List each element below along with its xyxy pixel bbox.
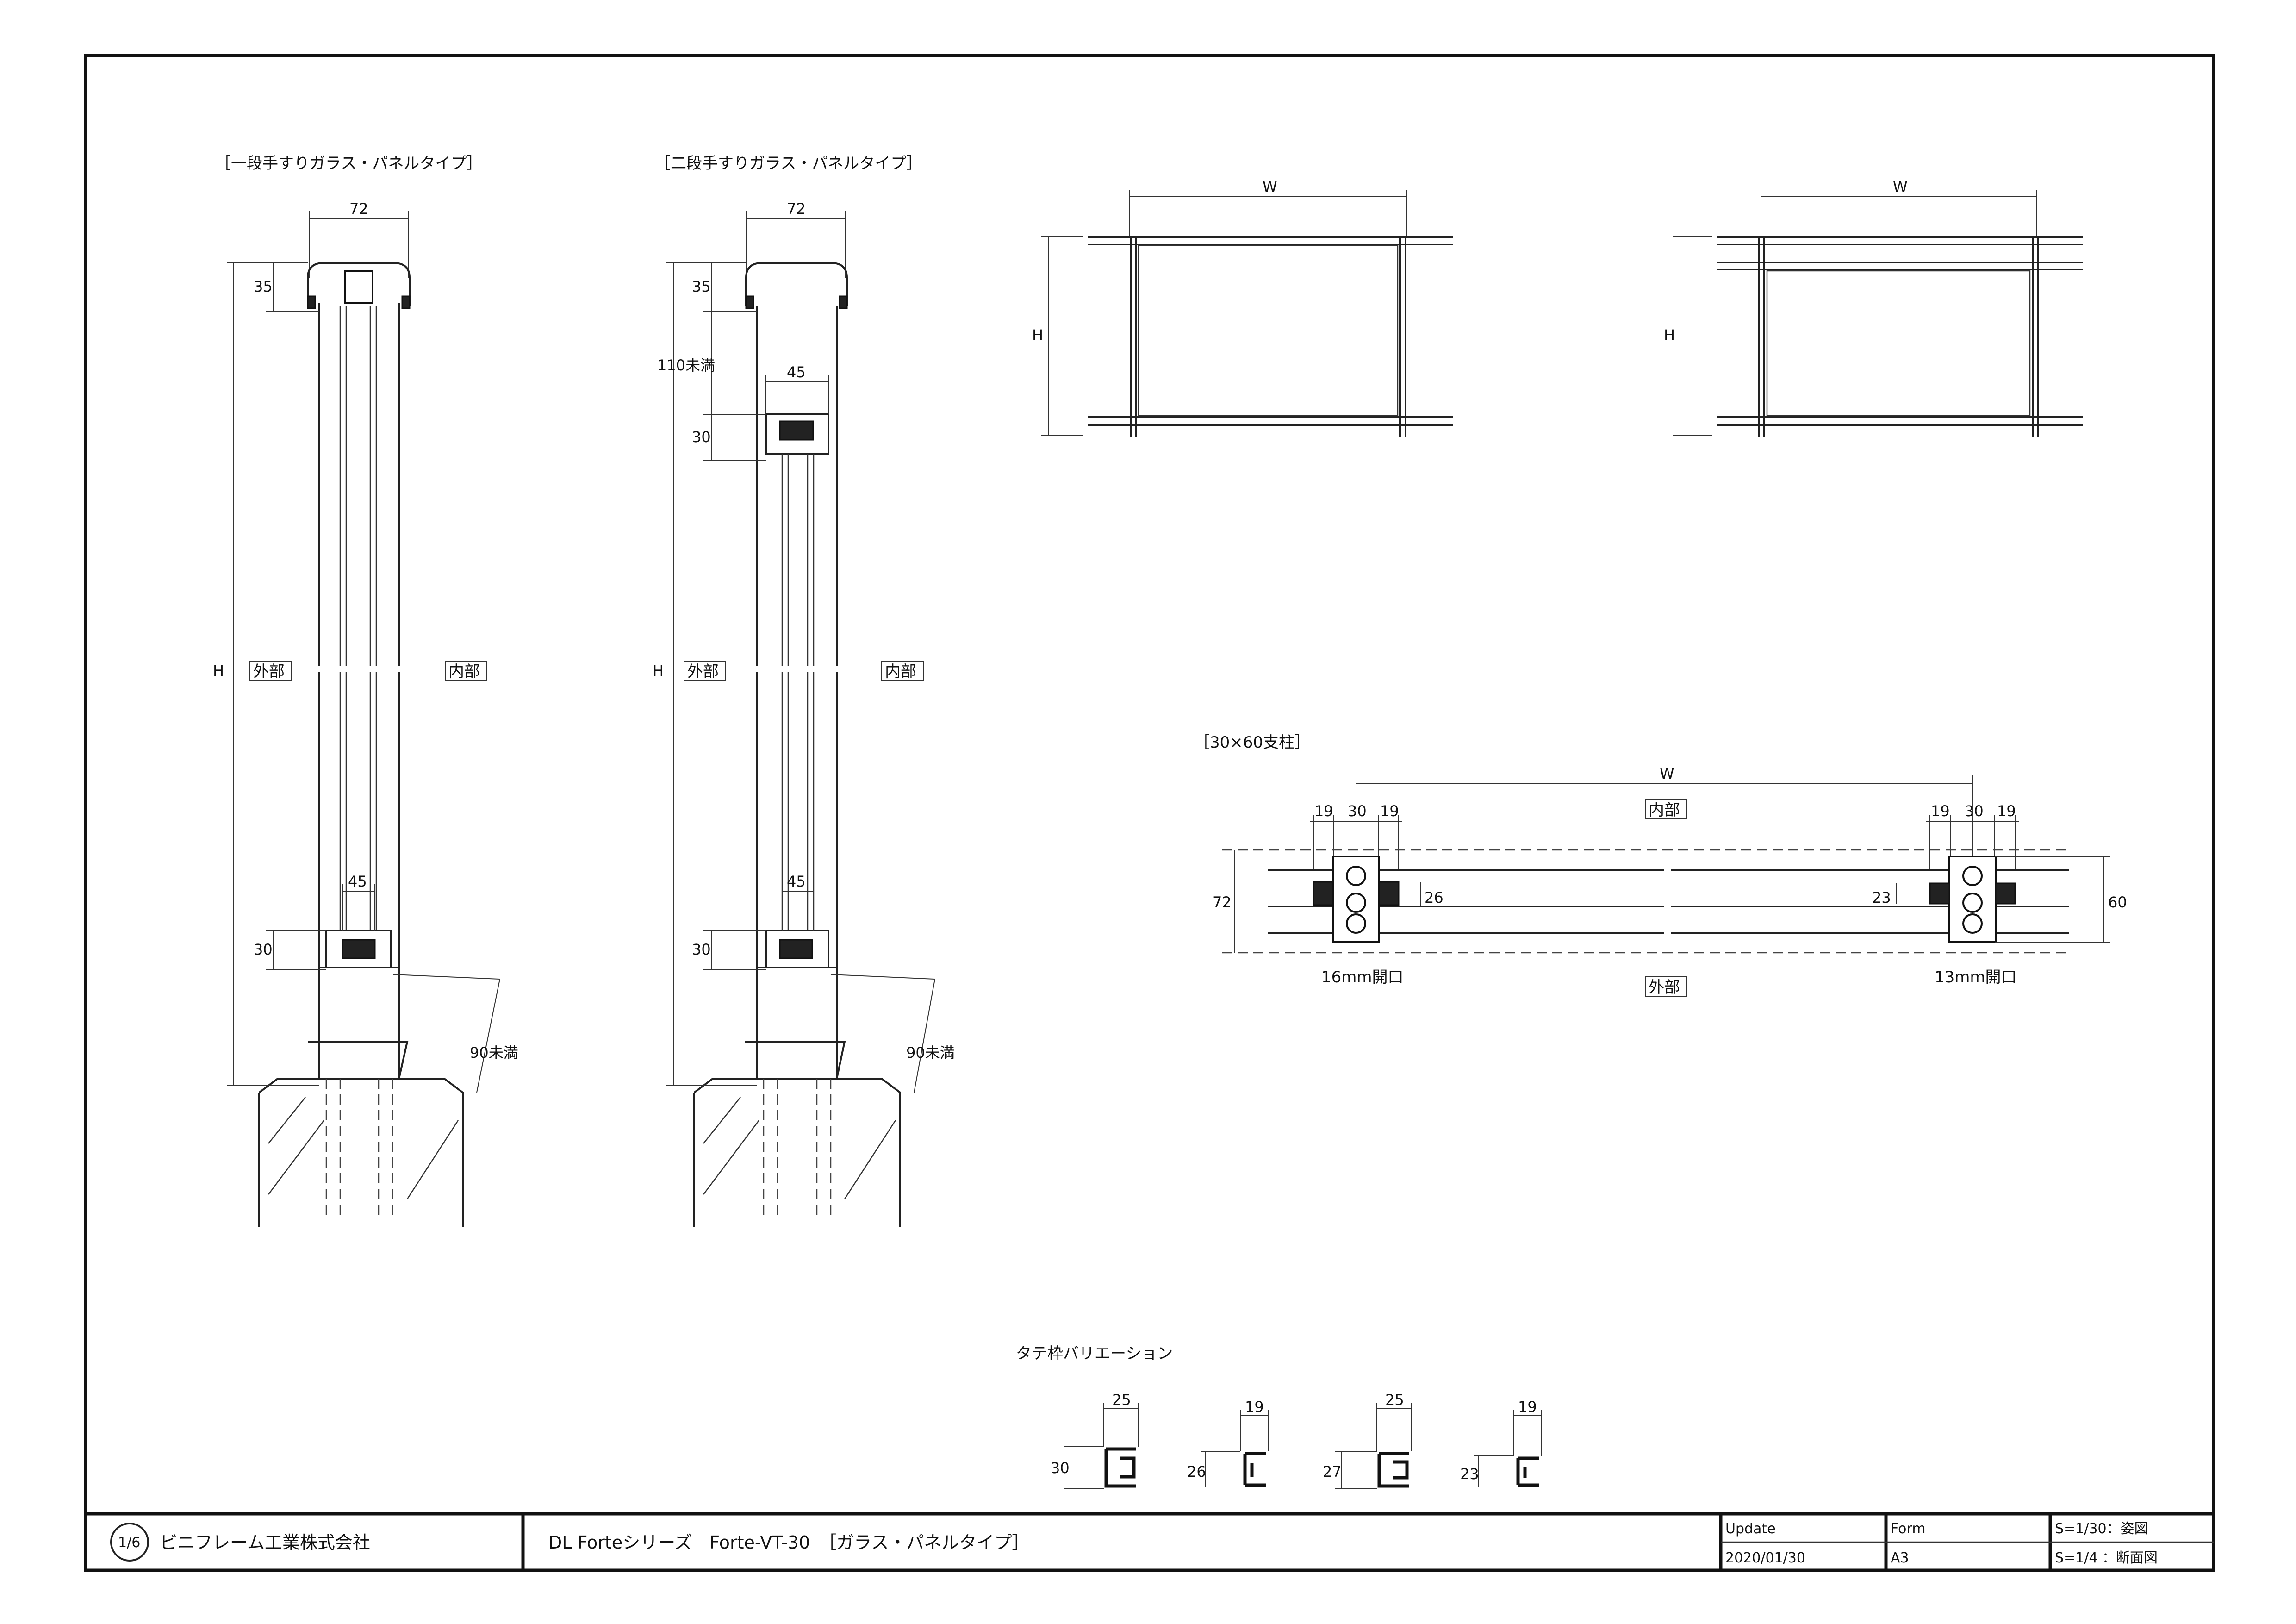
label-opening-13: 13mm開口 <box>1935 968 2017 987</box>
logo-text: 1/6 <box>118 1535 140 1551</box>
company-name: ビニフレーム工業株式会社 <box>160 1532 370 1553</box>
one-stage-section: 72 45 <box>213 200 518 1227</box>
dim-90-left: 90未満 <box>470 1044 518 1062</box>
var3-h: 27 <box>1323 1463 1342 1480</box>
dim-30-left: 30 <box>254 941 273 958</box>
dim-19-d: 19 <box>1997 802 2016 820</box>
elev2-H: H <box>1664 326 1675 344</box>
dim-19-b: 19 <box>1380 802 1399 820</box>
label-H-right: H <box>653 662 664 680</box>
update-label: Update <box>1725 1521 1776 1537</box>
dim-30-mid: 30 <box>692 428 711 446</box>
variation-section: タテ枠バリエーション 25 30 19 26 25 27 <box>1016 1344 1542 1489</box>
dim-26-post: 26 <box>1425 889 1444 906</box>
title-variation: タテ枠バリエーション <box>1016 1344 1173 1363</box>
var1-w: 25 <box>1112 1391 1131 1409</box>
scale-1: S=1/30：姿図 <box>2055 1521 2148 1537</box>
form-value: A3 <box>1891 1550 1909 1566</box>
dim-60-post: 60 <box>2108 893 2127 911</box>
label-outside-right: 外部 <box>687 662 719 681</box>
dim-72-right: 72 <box>787 200 806 218</box>
product-title: DL Forteシリーズ Forte-VT-30 ［ガラス・パネルタイプ］ <box>548 1532 1029 1553</box>
label-H-left: H <box>213 662 224 680</box>
label-inside-left: 内部 <box>448 662 480 681</box>
elev1-W: W <box>1263 178 1277 196</box>
label-inside-right: 内部 <box>885 662 916 681</box>
post-W: W <box>1660 765 1674 782</box>
title-two-stage: ［二段手すりガラス・パネルタイプ］ <box>655 154 922 173</box>
dim-45-mid: 45 <box>787 363 806 381</box>
dim-35-left: 35 <box>254 278 273 295</box>
dim-45-left-bottom: 45 <box>348 873 367 890</box>
dim-35-right: 35 <box>692 278 711 295</box>
elevation-one-stage: W H <box>1032 178 1453 437</box>
dim-23-post: 23 <box>1872 889 1891 906</box>
dim-30-right: 30 <box>692 941 711 958</box>
dim-72-left: 72 <box>349 200 368 218</box>
title-post: ［30×60支柱］ <box>1194 733 1310 752</box>
elevation-two-stage: W H <box>1664 178 2083 437</box>
dim-19-c: 19 <box>1931 802 1950 820</box>
update-value: 2020/01/30 <box>1725 1550 1805 1566</box>
company-logo <box>110 1523 149 1562</box>
var2-h: 26 <box>1187 1463 1206 1480</box>
dim-30-a: 30 <box>1348 802 1367 820</box>
title-one-stage: ［一段手すりガラス・パネルタイプ］ <box>215 154 482 173</box>
two-stage-section: 72 45 45 <box>653 200 955 1227</box>
var3-w: 25 <box>1385 1391 1404 1409</box>
dim-90-right: 90未満 <box>906 1044 955 1062</box>
sheet-border <box>84 54 2215 1572</box>
var4-h: 23 <box>1460 1465 1479 1483</box>
post-plan-section: ［30×60支柱］ W 19 30 19 19 30 19 内部 <box>1194 733 2127 997</box>
title-block: 1/6 ビニフレーム工業株式会社 DL Forteシリーズ Forte-VT-3… <box>86 1512 2214 1570</box>
var4-w: 19 <box>1518 1398 1537 1416</box>
var1-h: 30 <box>1051 1459 1070 1477</box>
dim-110: 110未満 <box>657 356 715 374</box>
elev2-W: W <box>1893 178 1908 196</box>
label-outside-post: 外部 <box>1649 978 1680 997</box>
scale-2: S=1/4 ：断面図 <box>2055 1550 2158 1566</box>
dim-19-a: 19 <box>1314 802 1333 820</box>
label-inside-post: 内部 <box>1649 801 1680 819</box>
elev1-H: H <box>1032 326 1043 344</box>
dim-72-post: 72 <box>1213 893 1232 911</box>
dim-45-right-bottom: 45 <box>787 873 806 890</box>
form-label: Form <box>1891 1521 1926 1537</box>
dim-30-b: 30 <box>1965 802 1984 820</box>
label-outside-left: 外部 <box>253 662 285 681</box>
label-opening-16: 16mm開口 <box>1321 968 1404 987</box>
var2-w: 19 <box>1245 1398 1264 1416</box>
